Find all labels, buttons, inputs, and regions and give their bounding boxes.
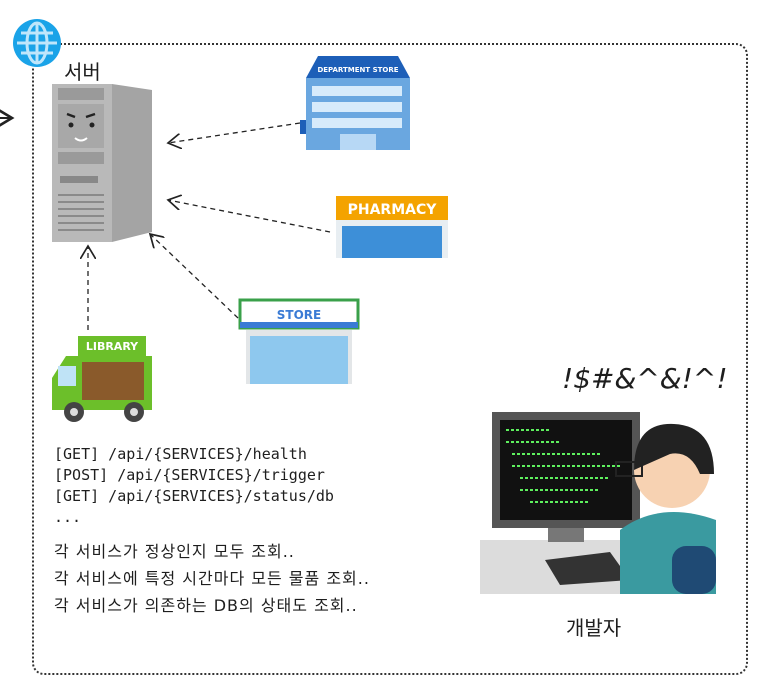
api-endpoint: [POST] /api/{SERVICES}/trigger	[54, 466, 325, 484]
department-store-icon: DEPARTMENT STORE	[300, 56, 410, 150]
library-sign: LIBRARY	[86, 340, 139, 353]
developer-label: 개발자	[566, 616, 622, 640]
department-store-sign: DEPARTMENT STORE	[317, 66, 398, 74]
globe-icon	[13, 19, 61, 67]
convenience-store-icon: STORE	[238, 298, 360, 384]
pharmacy-icon: PHARMACY	[336, 196, 448, 258]
arrow-pharmacy-to-server	[168, 200, 331, 233]
library-van-icon: LIBRARY	[52, 336, 152, 422]
api-endpoint: [GET] /api/{SERVICES}/health	[54, 445, 307, 463]
description-line: 각 서비스에 특정 시간마다 모든 물품 조회..	[54, 569, 370, 588]
developer-exclamation: !$#&^&!^!	[562, 362, 728, 395]
developer-at-computer-icon	[480, 412, 716, 594]
description-list: 각 서비스가 정상인지 모두 조회.. 각 서비스에 특정 시간마다 모든 물품…	[54, 538, 370, 619]
description-line: 각 서비스가 정상인지 모두 조회..	[54, 542, 295, 561]
arrow-department-to-server	[168, 122, 301, 143]
server-boundary	[32, 43, 748, 675]
api-endpoint-list: [GET] /api/{SERVICES}/health [POST] /api…	[54, 444, 334, 528]
api-endpoint: [GET] /api/{SERVICES}/status/db	[54, 487, 334, 505]
arrow-store-to-server	[150, 234, 239, 319]
description-line: 각 서비스가 의존하는 DB의 상태도 조회..	[54, 596, 358, 615]
server-label: 서버	[64, 60, 101, 84]
api-endpoint-ellipsis: ...	[54, 508, 82, 526]
server-tower-icon	[52, 84, 152, 242]
store-sign: STORE	[277, 308, 321, 322]
pharmacy-sign: PHARMACY	[348, 202, 438, 218]
